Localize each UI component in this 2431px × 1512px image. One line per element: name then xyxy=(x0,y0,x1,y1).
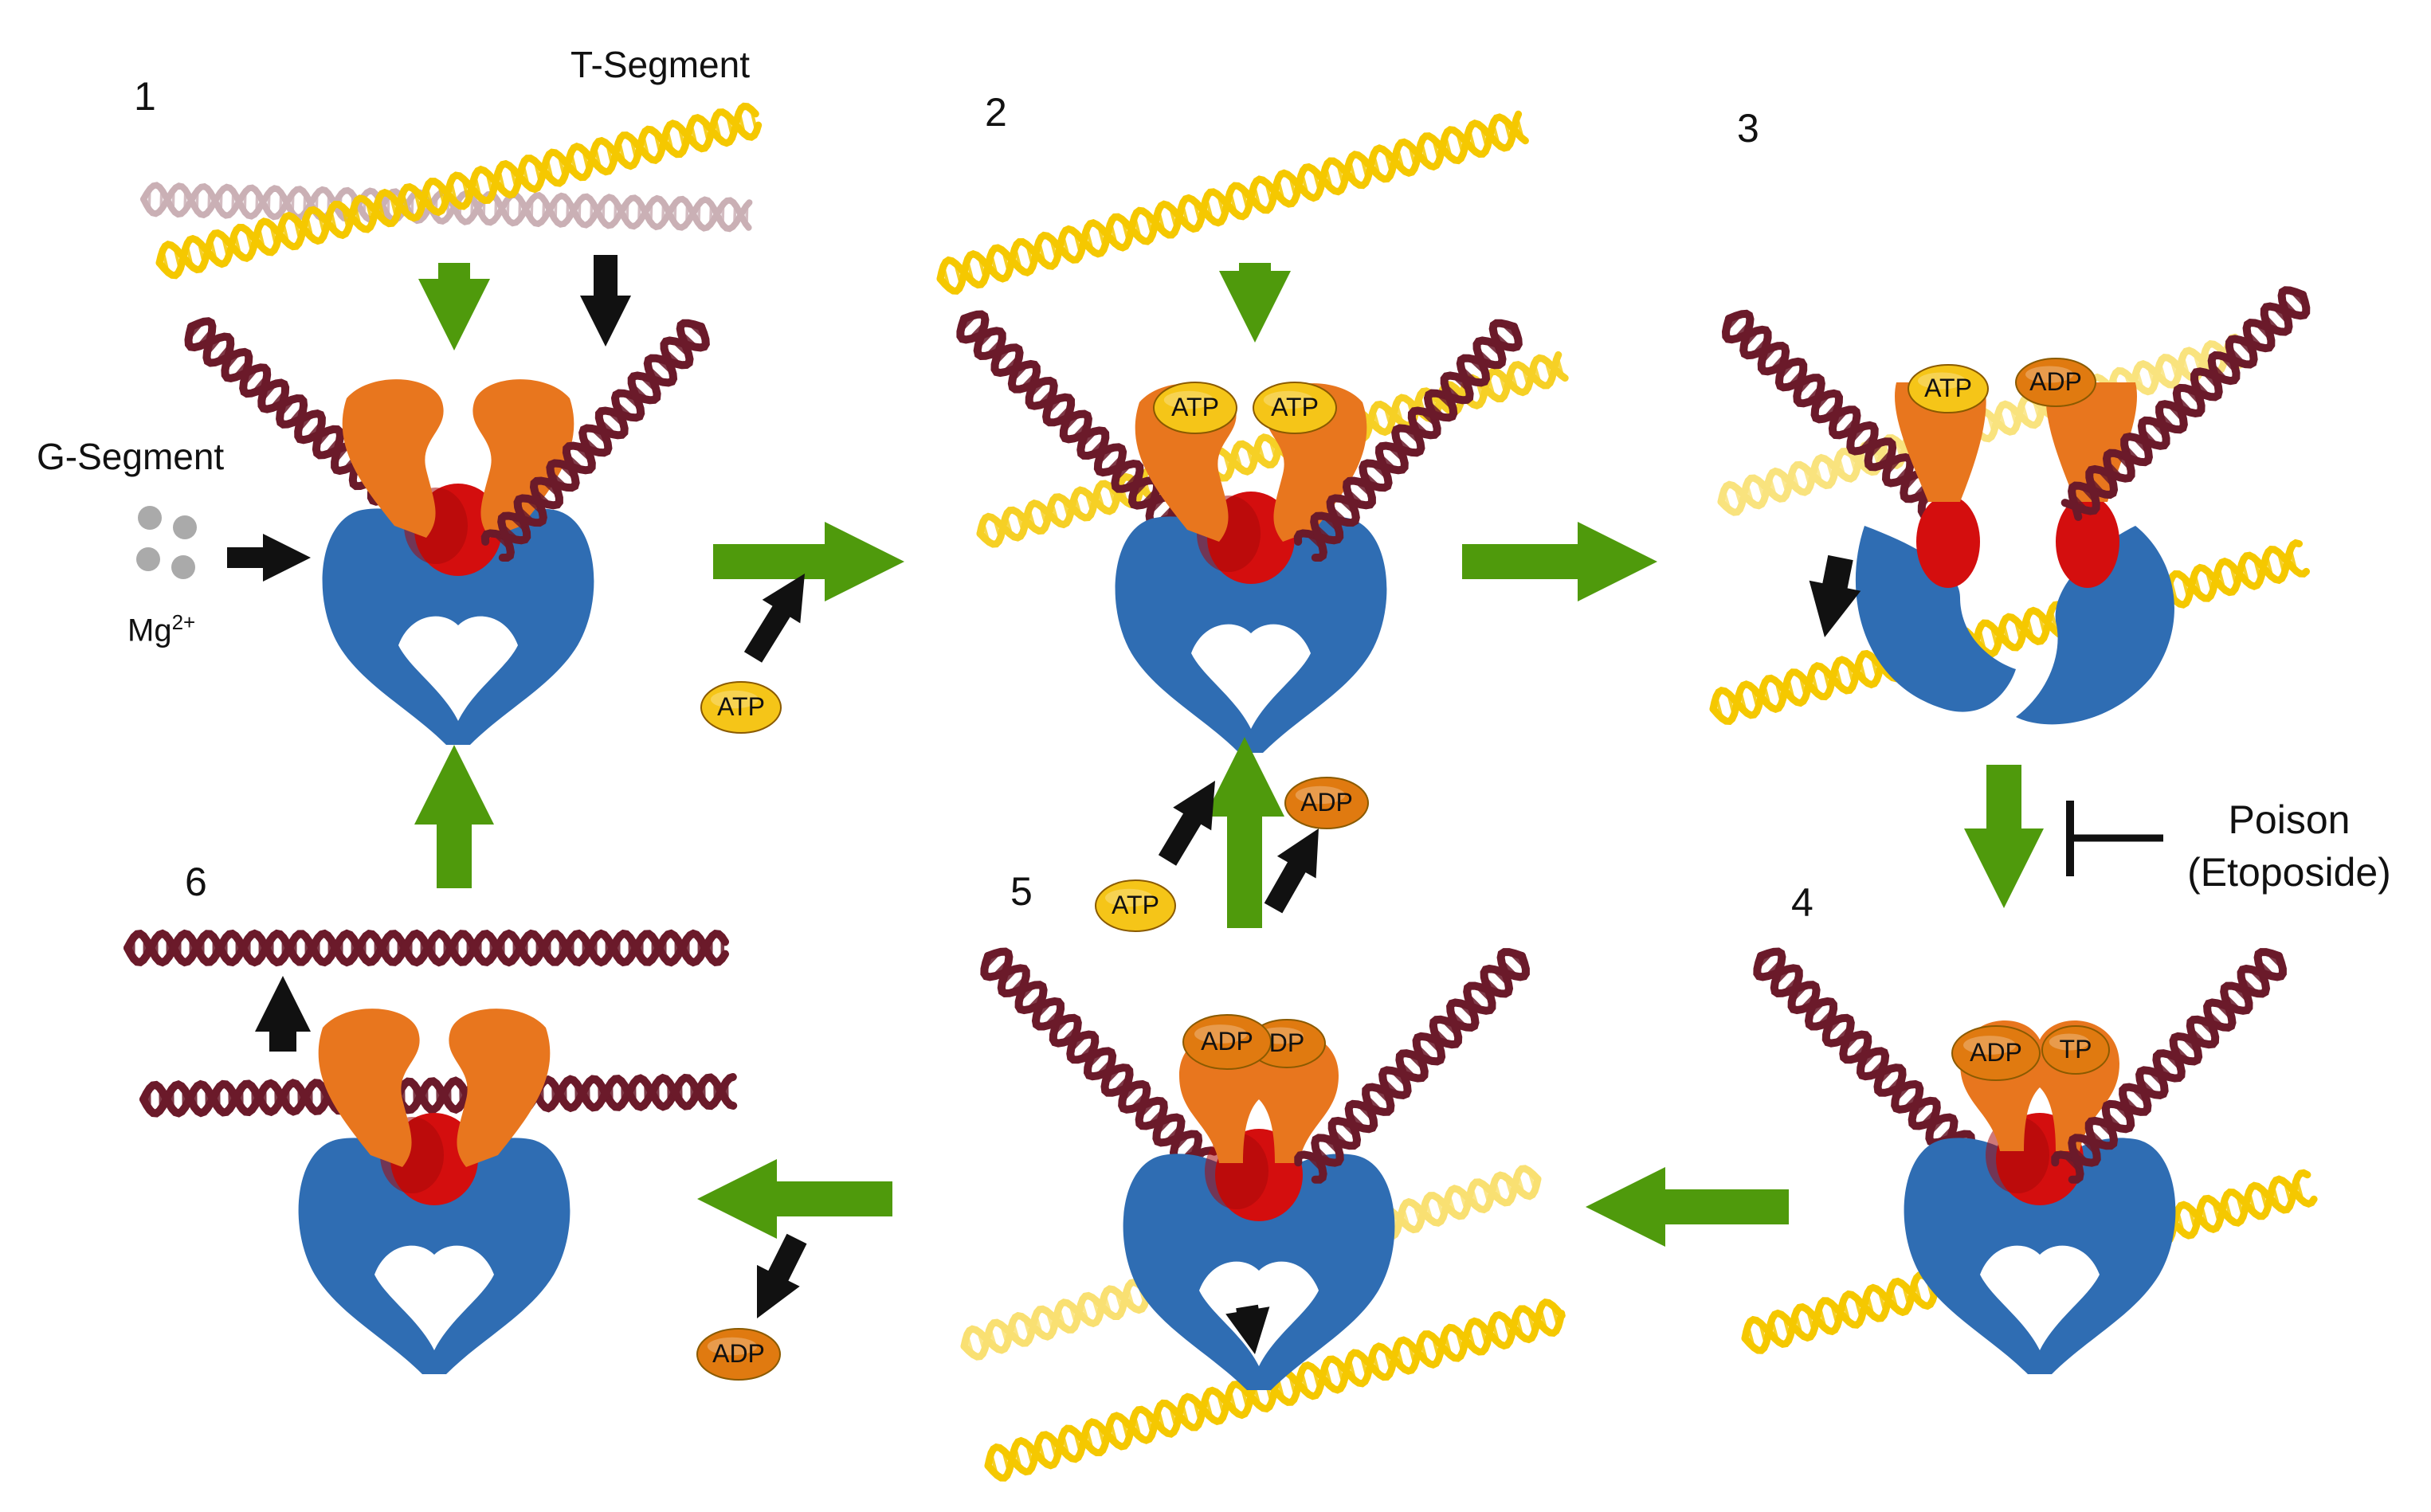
cycle-arrow-5-to-6 xyxy=(697,1159,892,1239)
panel3-adp-label: ADP xyxy=(2016,367,2096,397)
dna-base-pairs xyxy=(943,117,1523,288)
panel5-g-segment-left xyxy=(984,952,1214,1175)
base-pair xyxy=(651,202,652,223)
magnesium-symbol: Mg xyxy=(127,613,172,648)
step-number-4: 4 xyxy=(1791,879,1813,926)
arrow-mg-into-enzyme xyxy=(227,534,311,582)
base-pair xyxy=(149,190,150,210)
mg-ion xyxy=(173,515,197,539)
panel4-enzyme xyxy=(1904,1020,2176,1374)
cycle-arrow-1-to-2 xyxy=(713,522,904,601)
panel2-atp-left-label: ATP xyxy=(1154,393,1237,422)
arrow-t-segment-down xyxy=(418,263,490,351)
panel2-atp-right-label: ATP xyxy=(1253,393,1336,422)
arrow-t-segment-down-2 xyxy=(1219,263,1291,343)
panel1-enzyme xyxy=(323,379,594,745)
base-pair xyxy=(615,202,616,221)
poison-label-line1: Poison xyxy=(2158,793,2421,846)
step-number-3: 3 xyxy=(1737,105,1759,151)
panel5-adp-front-label: ADP xyxy=(1183,1027,1271,1056)
panel3-t-segment-passed xyxy=(1713,543,2307,722)
panel4-atp-partial-label: TP xyxy=(2042,1035,2109,1064)
mg-ion xyxy=(138,506,162,530)
free-atp-step5-label: ATP xyxy=(1096,891,1175,920)
base-pair xyxy=(161,190,162,210)
dna-base-pairs xyxy=(985,952,1207,1167)
base-pair xyxy=(531,199,532,219)
panel6-g-segment-released xyxy=(127,934,725,962)
base-pair xyxy=(185,190,186,210)
base-pair xyxy=(173,190,174,210)
panel2-t-segment-top xyxy=(940,114,1525,291)
arrow-atp-binding-5 xyxy=(1159,781,1215,866)
base-pair xyxy=(687,203,688,224)
base-pair xyxy=(699,204,700,225)
free-adp-step5-label: ADP xyxy=(1285,788,1368,817)
dna-base-pairs xyxy=(1716,549,2296,719)
base-pair xyxy=(675,203,676,223)
base-pair xyxy=(567,200,568,220)
mg-ion xyxy=(136,547,160,571)
cycle-arrow-4-to-5 xyxy=(1586,1167,1789,1247)
free-atp-step1-label: ATP xyxy=(701,692,781,722)
panel3-atp-label: ATP xyxy=(1908,374,1988,403)
cycle-arrow-2-to-3 xyxy=(1462,522,1657,601)
base-pair xyxy=(579,201,580,221)
base-pair xyxy=(591,201,592,221)
step-number-1: 1 xyxy=(134,73,156,119)
dna-base-pairs xyxy=(1758,952,1980,1167)
base-pair xyxy=(627,202,628,221)
panel6-g-segment xyxy=(143,1077,733,1114)
arrow-g-segment-up xyxy=(255,976,311,1052)
cycle-arrow-6-to-1 xyxy=(414,745,494,888)
step-number-5: 5 xyxy=(1010,868,1033,915)
step-number-2: 2 xyxy=(985,89,1007,135)
poison-label-line2: (Etoposide) xyxy=(2158,846,2421,899)
panel6-enzyme xyxy=(299,1009,571,1374)
base-pair xyxy=(292,193,293,213)
dna-strand xyxy=(940,114,1519,284)
dna-strand xyxy=(1713,550,2307,722)
magnesium-charge: 2+ xyxy=(172,610,196,634)
arrow-t-segment-through xyxy=(1810,555,1861,637)
arrow-atp-binding xyxy=(744,574,805,663)
arrow-adp-release-6 xyxy=(757,1234,807,1318)
base-pair xyxy=(639,202,640,222)
poison-label: Poison (Etoposide) xyxy=(2158,793,2421,899)
panel2-enzyme xyxy=(1116,383,1387,753)
base-pair xyxy=(209,190,210,211)
base-pair xyxy=(543,200,544,220)
arrow-ghost-down xyxy=(580,255,631,347)
free-adp-step6-label: ADP xyxy=(697,1339,780,1369)
dna-base-pairs xyxy=(1307,952,1526,1171)
red-core-left xyxy=(1916,496,1980,588)
base-pair xyxy=(304,194,305,214)
t-segment-label: T-Segment xyxy=(571,43,750,86)
base-pair xyxy=(197,190,198,210)
base-pair xyxy=(221,191,222,211)
mg-ion xyxy=(171,555,195,579)
step-number-6: 6 xyxy=(185,859,207,905)
base-pair xyxy=(663,202,664,223)
cycle-arrow-3-to-4 xyxy=(1964,765,2044,908)
panel4-adp-label: ADP xyxy=(1952,1038,2040,1067)
g-segment-label: G-Segment xyxy=(37,435,224,478)
base-pair xyxy=(603,202,604,221)
base-pair xyxy=(555,200,556,220)
magnesium-label: Mg2+ xyxy=(127,610,195,648)
base-pair xyxy=(280,193,281,213)
base-pair xyxy=(711,204,712,225)
arrow-adp-release-5 xyxy=(1265,828,1319,913)
